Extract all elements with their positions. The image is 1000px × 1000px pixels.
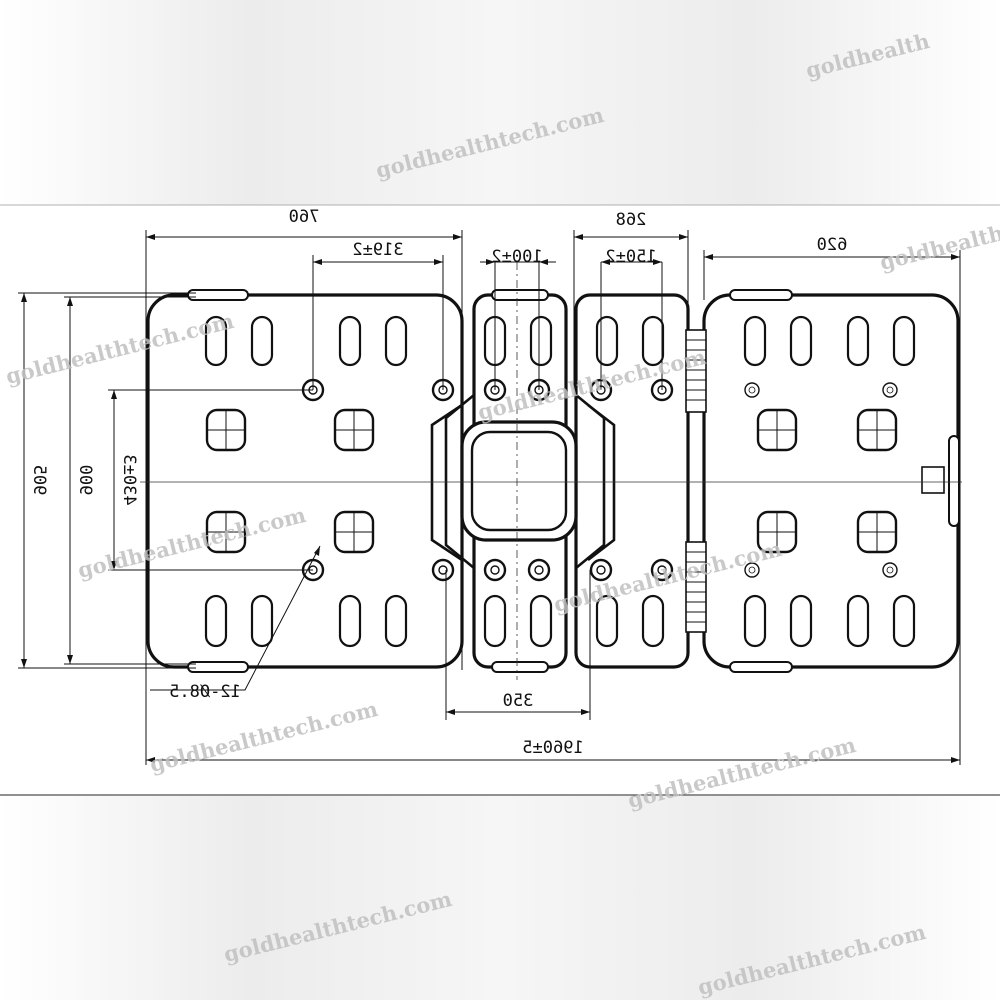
slots — [204, 315, 916, 648]
background-band-top — [0, 0, 1000, 205]
watermark-11: goldhealthtech.com — [695, 919, 928, 1000]
square-pads — [205, 408, 898, 554]
dim-268: 268 — [616, 210, 647, 230]
dimension-lines — [18, 230, 961, 765]
watermark-9: goldhealthtech.com — [625, 732, 858, 813]
hole-callout: 12-Ø8.5 — [169, 682, 241, 702]
dim-905: 905 — [29, 465, 49, 496]
dim-760: 760 — [289, 207, 320, 227]
dim-100: 100±2 — [491, 247, 542, 267]
dim-1960: 1960±5 — [522, 738, 583, 758]
watermark-10: goldhealthtech.com — [221, 886, 454, 967]
center-lines — [140, 262, 962, 680]
panel-right — [702, 293, 960, 669]
watermark-1: goldhealth — [803, 28, 932, 83]
dimension-arrows — [21, 234, 960, 763]
panel-left — [146, 293, 464, 669]
background-band-bottom — [0, 796, 1000, 1000]
dim-319: 319±2 — [352, 240, 403, 260]
handle-bumps — [187, 289, 960, 673]
dim-150: 150±2 — [605, 247, 656, 267]
dim-430: 430±3 — [119, 454, 139, 505]
dim-620: 620 — [817, 235, 848, 255]
watermark-8: goldhealthtech.com — [147, 696, 380, 777]
watermark-2: goldhealthtech.com — [373, 102, 606, 183]
dim-900: 900 — [75, 465, 95, 496]
watermark-5: goldhealthtech.com — [877, 194, 1000, 275]
hinge-ribs — [686, 339, 706, 623]
center-recess — [430, 393, 616, 570]
dim-350: 350 — [503, 691, 534, 711]
dimension-labels: 760 319±2 100±2 268 150±2 620 350 1960±5… — [29, 207, 847, 758]
center-opening-inner — [470, 430, 568, 532]
tab-square — [921, 466, 945, 494]
